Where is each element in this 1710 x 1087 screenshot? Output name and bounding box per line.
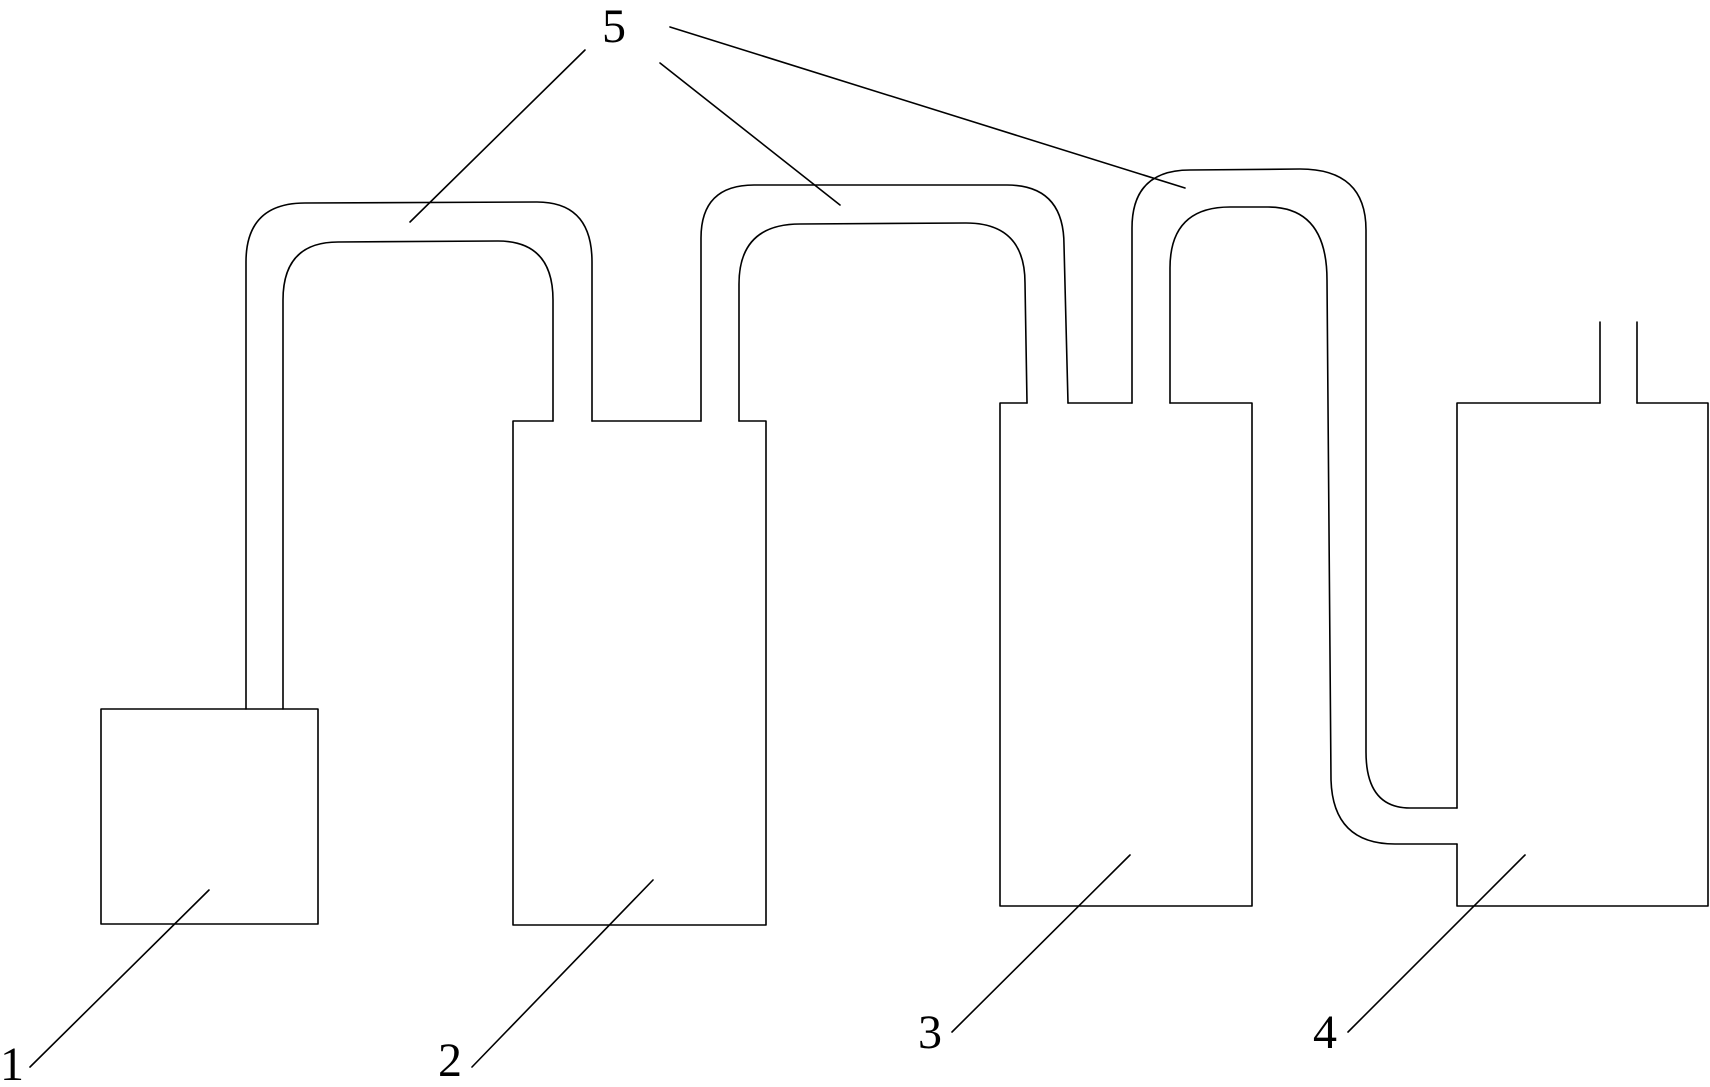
label-component-2: 2 bbox=[438, 1034, 462, 1087]
tube-2-to-3-outer bbox=[700, 184, 1069, 422]
leader-line-5a bbox=[409, 49, 586, 223]
leader-line-5b bbox=[659, 62, 841, 206]
leader-line-4 bbox=[1347, 854, 1526, 1033]
label-component-4: 4 bbox=[1313, 1006, 1337, 1059]
leader-line-1 bbox=[29, 889, 210, 1068]
tube-3-to-4-outer bbox=[1131, 168, 1458, 809]
vessel-2 bbox=[512, 420, 767, 926]
label-component-1: 1 bbox=[0, 1038, 24, 1087]
vessel-4-vent-pipe bbox=[1599, 321, 1638, 404]
leader-line-5c bbox=[669, 26, 1186, 189]
vessel-4 bbox=[1456, 402, 1709, 907]
label-component-3: 3 bbox=[918, 1006, 942, 1059]
tube-1-to-2-outer bbox=[245, 201, 593, 710]
leader-line-2 bbox=[471, 879, 654, 1068]
vessel-3 bbox=[999, 402, 1253, 907]
leader-line-3 bbox=[951, 854, 1131, 1033]
vessel-1 bbox=[100, 708, 319, 925]
label-component-5: 5 bbox=[602, 0, 626, 53]
tube-2-to-3-inner bbox=[738, 222, 1028, 422]
tube-1-to-2-inner bbox=[282, 240, 554, 710]
tube-3-to-4-inner bbox=[1169, 206, 1458, 845]
